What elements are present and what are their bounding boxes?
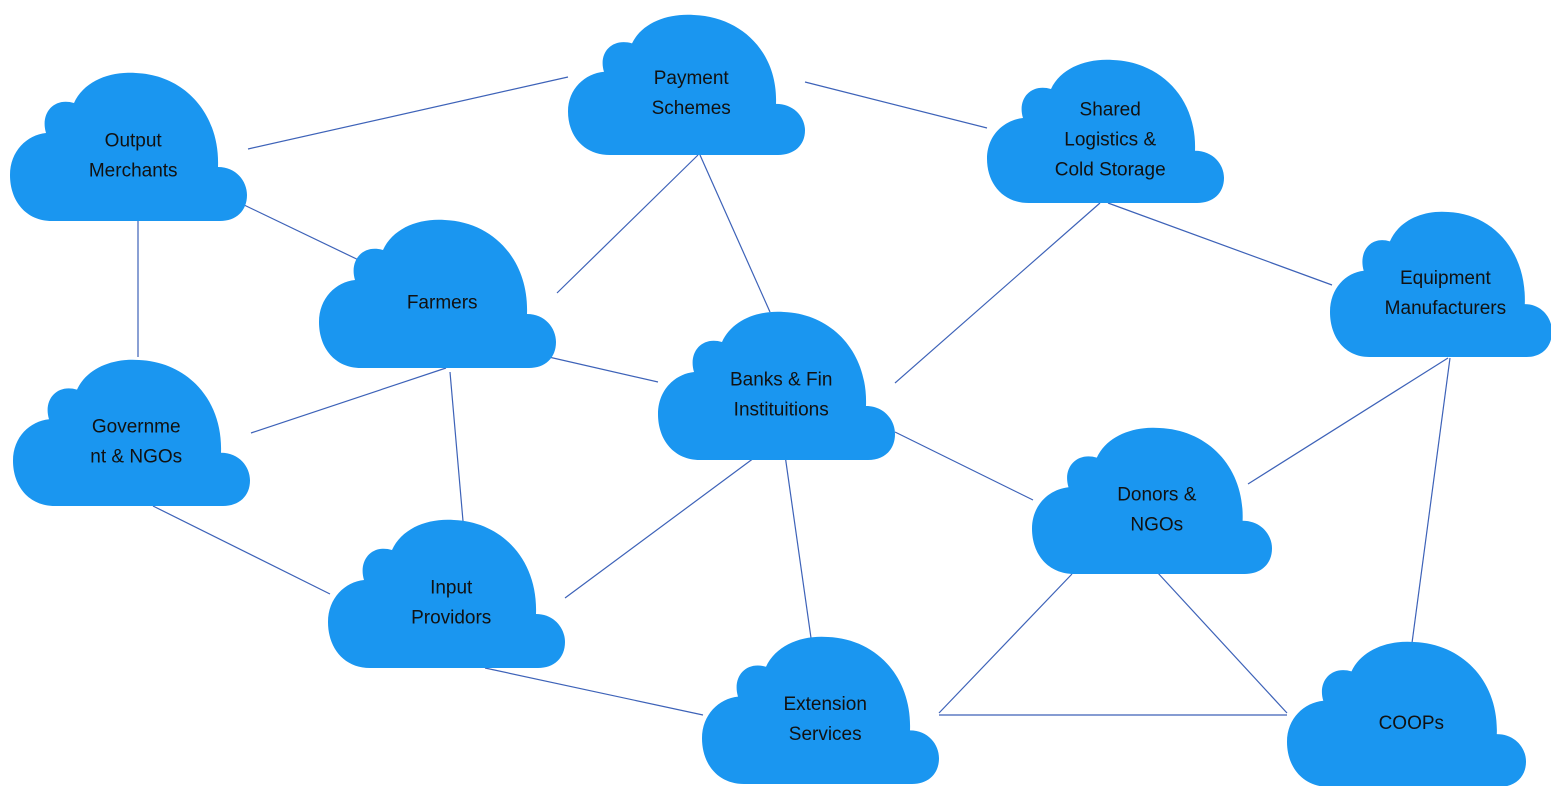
node-label: Payment [654, 68, 730, 89]
edge-donors-extension [938, 573, 1073, 714]
cloud-shape [658, 311, 895, 460]
node-label: Extension [783, 694, 866, 715]
node-label: Providors [411, 607, 491, 628]
node-label: Schemes [652, 98, 731, 119]
cloud-shape [1330, 211, 1551, 357]
edge-banks-donors [894, 431, 1034, 501]
edge-logistics-banks [894, 202, 1101, 384]
node-label: Banks & Fin [730, 369, 832, 390]
edge-payment-banks [699, 154, 771, 313]
edge-donors-coops [1156, 571, 1288, 714]
node-label: Input [430, 577, 473, 598]
edge-farmers-input [449, 371, 464, 522]
cloud-shape [568, 14, 805, 156]
cloud-shape [328, 519, 565, 668]
node-label: COOPs [1379, 713, 1444, 734]
cloud-nodes: PaymentSchemesOutputMerchantsSharedLogis… [10, 14, 1551, 786]
node-label: Instituitions [734, 399, 829, 420]
edge-logistics-equipment [1107, 202, 1333, 286]
edge-equipment-donors [1247, 357, 1449, 485]
node-label: Merchants [89, 160, 178, 181]
edge-equipment-coops [1411, 357, 1451, 644]
edge-farmers-banks [539, 354, 659, 383]
edge-government-input [152, 505, 331, 595]
node-government: Governme nt & NGOs [13, 359, 250, 506]
cloud-shape [13, 359, 250, 506]
edge-farmers-government [250, 367, 447, 434]
node-label: nt & NGOs [90, 446, 182, 467]
node-label: Shared [1080, 100, 1141, 121]
edge-input-extension [484, 667, 704, 716]
edge-banks-input [564, 454, 759, 599]
node-label: Equipment [1400, 268, 1492, 289]
connections [137, 76, 1451, 716]
node-farmers: Farmers [319, 219, 556, 368]
cloud-shape [10, 72, 247, 221]
edge-payment-logistics [804, 81, 988, 129]
node-label: Services [789, 724, 862, 745]
node-label: Manufacturers [1385, 298, 1506, 319]
node-label: Output [105, 130, 163, 151]
node-label: Farmers [407, 292, 478, 313]
edge-payment-farmers [556, 154, 699, 294]
node-donors: Donors & NGOs [1032, 427, 1272, 574]
node-coops: COOPs [1287, 641, 1526, 786]
edge-output-farmers [241, 203, 368, 265]
cloud-shape [987, 59, 1224, 203]
node-label: NGOs [1130, 514, 1183, 535]
node-label: Governme [92, 416, 181, 437]
node-label: Logistics & [1064, 130, 1156, 151]
edge-output-payment [247, 76, 569, 150]
cloud-shape [1287, 641, 1526, 786]
cloud-shape [702, 636, 939, 784]
cloud-shape [1032, 427, 1272, 574]
node-label: Cold Storage [1055, 160, 1166, 181]
edge-banks-extension [784, 454, 813, 646]
cloud-shape [319, 219, 556, 368]
node-label: Donors & [1117, 484, 1197, 505]
